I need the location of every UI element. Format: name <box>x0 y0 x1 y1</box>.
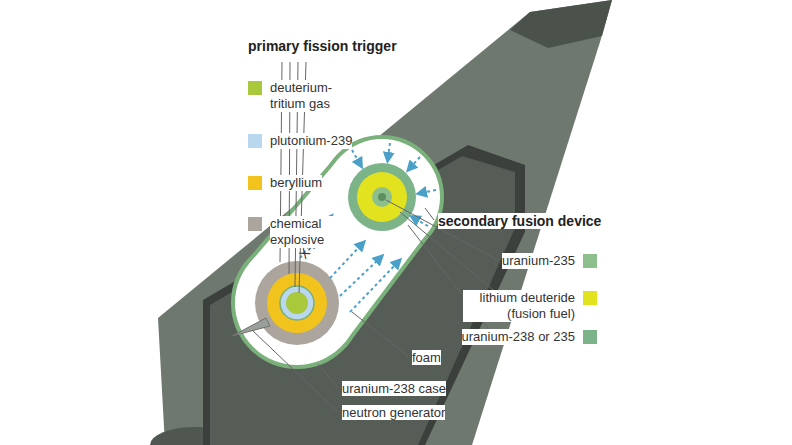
part-label: uranium-238 case <box>342 381 446 397</box>
primary-stage <box>255 261 339 345</box>
part-label: foam <box>412 350 441 366</box>
legend-swatch <box>583 291 597 305</box>
uranium-case <box>235 139 440 365</box>
legend-text: beryllium <box>270 175 322 191</box>
legend-item: chemical explosive <box>248 216 346 248</box>
legend-swatch <box>248 217 262 231</box>
group-heading: secondary fusion device <box>438 213 601 229</box>
leader-lines <box>252 62 503 412</box>
legend-swatch <box>583 330 597 344</box>
legend-swatch <box>248 134 262 148</box>
legend-swatch <box>583 254 597 268</box>
legend-text: uranium-235 <box>502 253 575 269</box>
legend-item: beryllium <box>248 175 322 191</box>
legend-text: deuterium-tritium gas <box>270 80 366 112</box>
neutron-generator <box>232 318 270 336</box>
legend-text: lithium deuteride (fusion fuel) <box>463 290 575 322</box>
legend-swatch <box>248 81 262 95</box>
legend-item: uranium-238 or 235 <box>462 329 597 345</box>
label-text: secondary fusion device <box>438 213 601 229</box>
label-text: primary fission trigger <box>248 38 397 54</box>
warhead-tip <box>510 0 612 48</box>
label-text: neutron generator <box>342 405 445 420</box>
legend-item: uranium-235 <box>502 253 597 269</box>
legend-text: chemical explosive <box>270 216 346 248</box>
secondary-stage <box>348 163 416 231</box>
label-text: uranium-238 case <box>342 381 446 396</box>
legend-text: uranium-238 or 235 <box>462 329 575 345</box>
part-label: neutron generator <box>342 405 445 421</box>
legend-item: plutonium-239 <box>248 133 352 149</box>
group-heading: primary fission trigger <box>248 38 397 54</box>
legend-text: plutonium-239 <box>270 133 352 149</box>
legend-item: lithium deuteride (fusion fuel) <box>463 290 597 322</box>
legend-item: deuterium-tritium gas <box>248 80 366 112</box>
warhead-shell <box>158 0 612 445</box>
foam-channel <box>235 139 440 365</box>
legend-swatch <box>248 176 262 190</box>
label-text: foam <box>412 350 441 365</box>
